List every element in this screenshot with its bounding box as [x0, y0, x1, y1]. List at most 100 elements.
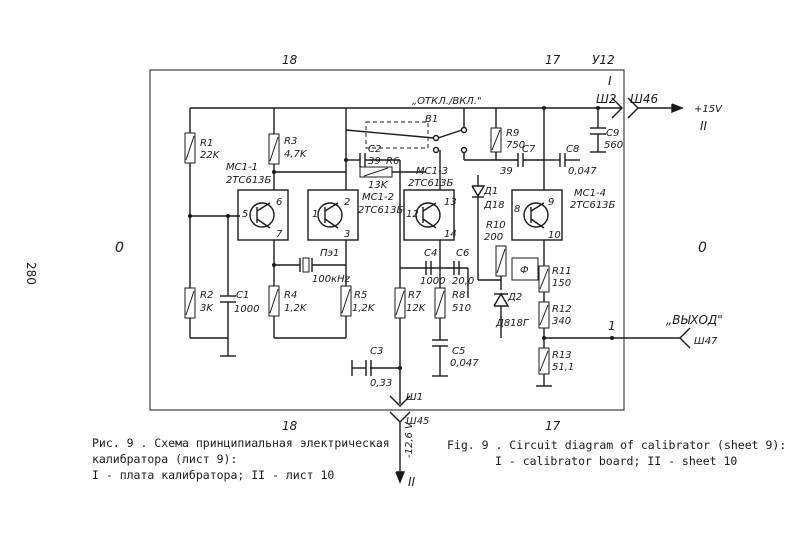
sheet-number-bottom-left: 18 — [282, 419, 298, 433]
r3-slash — [269, 136, 279, 162]
r12-value: 340 — [552, 316, 571, 327]
bottom-plug-label: Ш1 — [406, 392, 423, 403]
switch-lever — [437, 129, 463, 139]
r9-ref: R9 — [506, 128, 519, 139]
neg-supply-label: -12,6 V — [404, 421, 415, 458]
mc1-4-transistor — [523, 202, 549, 228]
mc1-1-ref: МС1-1 — [226, 162, 258, 173]
mc1-4-type: 2ТС613Б — [570, 200, 616, 211]
crystal-value: 100кHz — [312, 274, 351, 285]
r5-slash — [341, 288, 351, 314]
mc1-2-type: 2ТС613Б — [358, 205, 404, 216]
side-mark-right: 0 — [698, 240, 707, 256]
sheet-number-top-right: 17 — [545, 53, 561, 67]
board-id: У12 — [592, 53, 615, 67]
r1-slash — [185, 135, 195, 161]
r6-ref: R6 — [386, 156, 399, 167]
node-dot — [344, 158, 348, 162]
c9-value: 560 — [604, 140, 623, 151]
page-number: 280 — [24, 262, 38, 285]
mc1-2-transistor — [317, 202, 343, 228]
figure-caption-english: Fig. 9 . Circuit diagram of calibrator (… — [447, 437, 786, 469]
mc1-1-pin-c: 7 — [276, 229, 283, 240]
node-dot — [272, 263, 276, 267]
r6-slash — [363, 167, 389, 177]
mc1-3-type: 2ТС613Б — [408, 178, 454, 189]
caption-en-line-2: I - calibrator board; II - sheet 10 — [495, 454, 738, 468]
node-dot — [272, 170, 276, 174]
d2-body — [493, 292, 510, 307]
mc1-1-package — [237, 189, 289, 241]
switch-contact-b — [460, 126, 468, 134]
r1-ref: R1 — [200, 138, 213, 149]
output-chevron — [679, 327, 691, 349]
r3-ref: R3 — [284, 136, 297, 147]
caption-ru-line-3: I - плата калибратора; II - лист 10 — [92, 468, 335, 482]
c6-value: 20,0 — [452, 276, 474, 287]
c6-ref: C6 — [456, 248, 469, 259]
r11-slash — [539, 268, 549, 290]
switch-label: „ОТКЛ./ВКЛ." — [412, 96, 482, 107]
r13-value: 51,1 — [552, 362, 574, 373]
r10-ref: R10 — [486, 220, 506, 231]
crystal-ref: Пэ1 — [320, 248, 339, 259]
c5-ref: C5 — [452, 346, 465, 357]
node-dot — [188, 214, 192, 218]
r7-slash — [395, 290, 405, 316]
switch-wire — [345, 129, 435, 139]
r5-ref: R5 — [354, 290, 367, 301]
d1-type: Д18 — [483, 200, 505, 211]
r3-value: 4,7K — [284, 149, 308, 160]
mc1-3-pin-c: 14 — [444, 229, 457, 240]
r6-value: 13K — [368, 180, 389, 191]
d1-ref: Д1 — [483, 186, 498, 197]
r1-value: 22K — [200, 150, 221, 161]
d1-body — [471, 185, 486, 198]
r12-slash — [539, 304, 549, 326]
node-dot — [226, 214, 230, 218]
c3-ref: C3 — [370, 346, 383, 357]
neg-supply-arrow — [395, 471, 406, 484]
caption-ru-line-2: калибратора (лист 9): — [92, 452, 238, 466]
mc1-4-pin-a: 8 — [514, 204, 520, 215]
r4-value: 1,2K — [284, 303, 308, 314]
meter-symbol: Ф — [520, 265, 529, 276]
c9-ref: C9 — [606, 128, 619, 139]
c5-value: 0,047 — [450, 358, 479, 369]
output-label: „ВЫХОД" — [666, 313, 723, 327]
r4-ref: R4 — [284, 290, 297, 301]
r2-value: 3K — [200, 303, 214, 314]
r7-ref: R7 — [408, 290, 422, 301]
output-node — [542, 336, 546, 340]
board-roman: I — [608, 74, 612, 88]
c4-ref: C4 — [424, 248, 437, 259]
c7-ref: C7 — [522, 144, 536, 155]
r8-ref: R8 — [452, 290, 465, 301]
mc1-1-type: 2ТС613Б — [226, 175, 272, 186]
bottom-out-label: Ш45 — [406, 416, 429, 427]
r13-ref: R13 — [552, 350, 572, 361]
mc1-4-pin-c: 10 — [548, 230, 561, 241]
c1-value: 1000 — [234, 304, 259, 315]
mc1-4-emitter — [530, 218, 545, 229]
r9-slash — [491, 129, 501, 151]
mc1-1-pin-b: 6 — [276, 197, 282, 208]
mc1-1-pin-a: 5 — [242, 209, 248, 220]
c3-value: 0,33 — [370, 378, 392, 389]
caption-en-line-1: Fig. 9 . Circuit diagram of calibrator (… — [447, 438, 787, 452]
mc1-3-pin-a: 12 — [406, 209, 419, 220]
top-out-label: Ш46 — [630, 92, 658, 106]
board-outline — [149, 69, 625, 411]
r11-ref: R11 — [552, 266, 572, 277]
crystal-body — [302, 257, 310, 273]
mc1-4-ref: МС1-4 — [574, 188, 606, 199]
mc1-2-pin-c: 3 — [344, 229, 350, 240]
mc1-3-emitter — [422, 218, 437, 229]
top-plug-label: Ш2 — [596, 92, 616, 106]
r10-value: 200 — [484, 232, 503, 243]
pos-supply-label: +15V — [694, 104, 723, 115]
mc1-3-pin-b: 13 — [444, 197, 457, 208]
mc1-2-ref: МС1-2 — [362, 192, 394, 203]
node-dot — [596, 106, 600, 110]
